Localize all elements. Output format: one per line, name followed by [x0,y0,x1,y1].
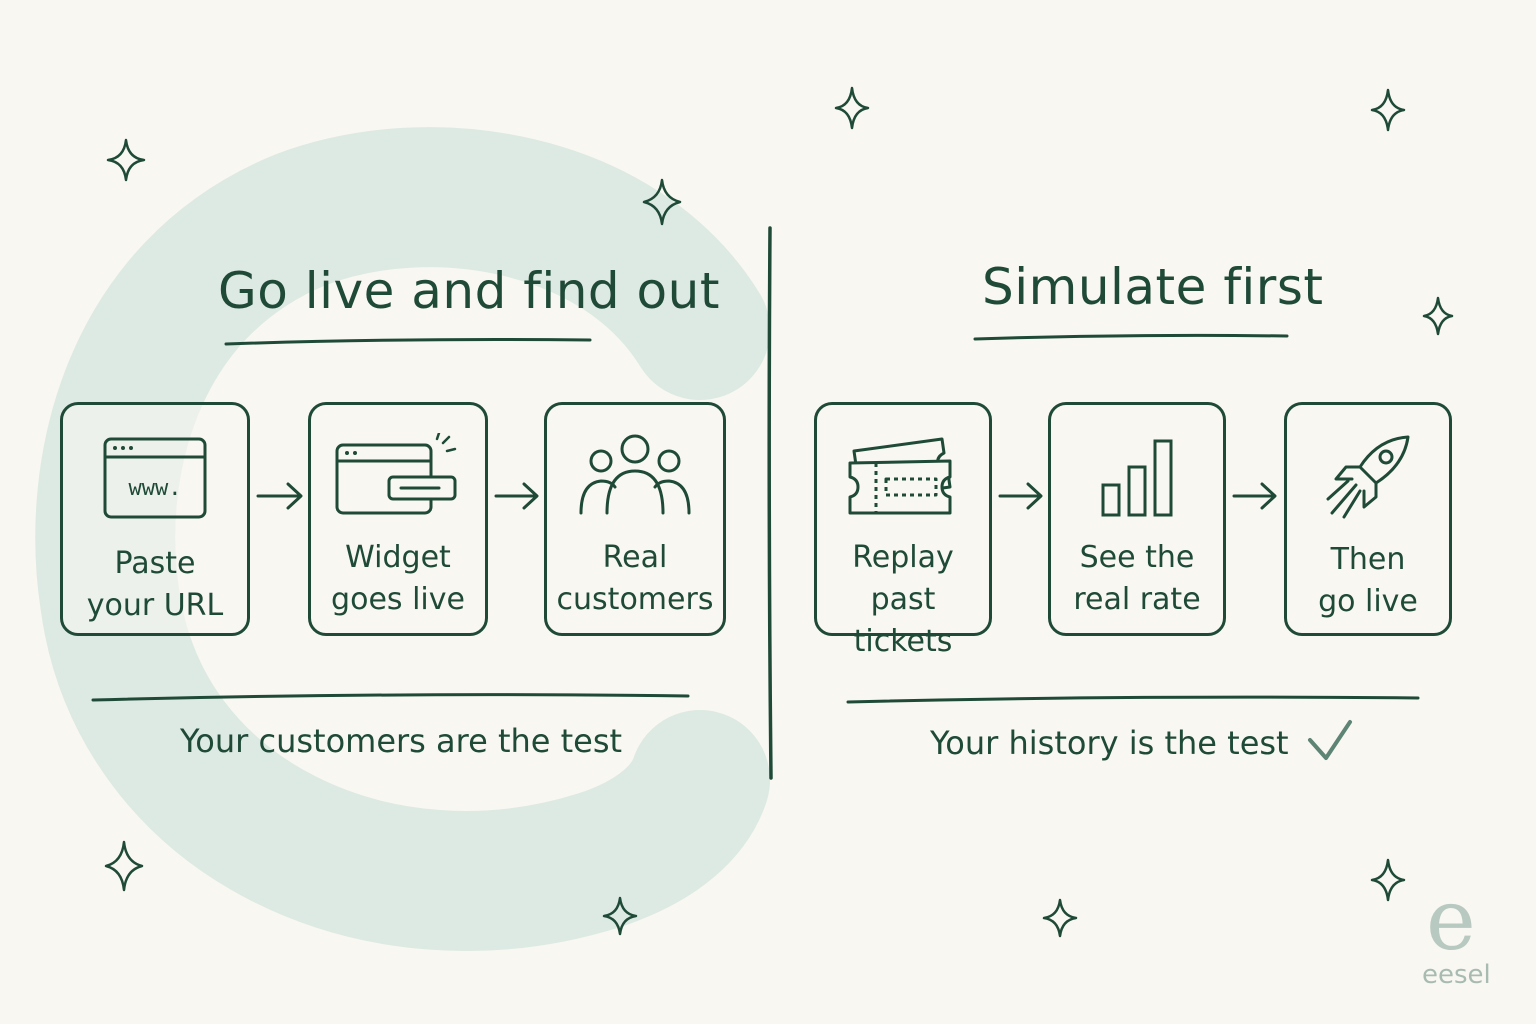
step-label-line1: Replay [852,540,954,575]
sparkle-icon [642,178,682,226]
sparkle-icon [104,840,144,892]
right-caption: Your history is the test [930,724,1289,762]
step-card-real-rate: See the real rate [1048,402,1226,636]
step-label-line2: real rate [1073,582,1201,617]
step-card-widget-live: Widget goes live [308,402,488,636]
step-label-line1: See the [1079,540,1195,575]
widget-window-icon [335,433,457,515]
right-title: Simulate first [982,258,1324,316]
step-label-line2: past tickets [853,582,953,659]
sparkle-icon [1370,88,1406,132]
step-label-line1: Real [602,540,668,575]
sparkle-icon [1422,296,1454,336]
step-label-line2: goes live [331,582,465,617]
left-caption: Your customers are the test [180,722,623,760]
sparkle-icon [1370,858,1406,902]
sparkle-icon [834,86,870,130]
step-label-line2: customers [556,582,714,617]
browser-www-icon: www. [103,437,207,519]
step-card-paste-url: www. Paste your URL [60,402,250,636]
arrow-right-icon [998,482,1043,510]
step-card-real-customers: Real customers [544,402,726,636]
sparkle-icon [106,138,146,182]
sparkle-icon [1042,898,1078,938]
step-card-go-live: Then go live [1284,402,1452,636]
step-label-line1: Paste [114,546,196,581]
eesel-logo-text: eesel [1422,960,1491,990]
right-caption-rule [846,695,1420,704]
step-label-line2: go live [1318,584,1418,619]
checkmark-icon [1308,720,1352,760]
arrow-right-icon [494,482,539,510]
step-label-line2: your URL [86,588,224,623]
people-group-icon [579,434,691,515]
rocket-icon [1326,435,1410,519]
bar-chart-icon [1101,439,1173,517]
right-title-underline [973,333,1289,341]
step-label-line1: Then [1330,542,1406,577]
step-card-replay-tickets: Replay past tickets [814,402,992,659]
center-divider [767,226,773,780]
arrow-right-icon [1232,482,1277,510]
left-caption-rule [91,693,690,702]
arrow-right-icon [256,482,303,510]
left-title-underline [224,338,592,346]
tickets-icon [848,437,952,515]
browser-url-text: www. [129,476,182,501]
step-label-line1: Widget [345,540,451,575]
eesel-logo-mark: e [1426,871,1476,969]
sparkle-icon [602,896,638,936]
left-title: Go live and find out [218,262,720,320]
